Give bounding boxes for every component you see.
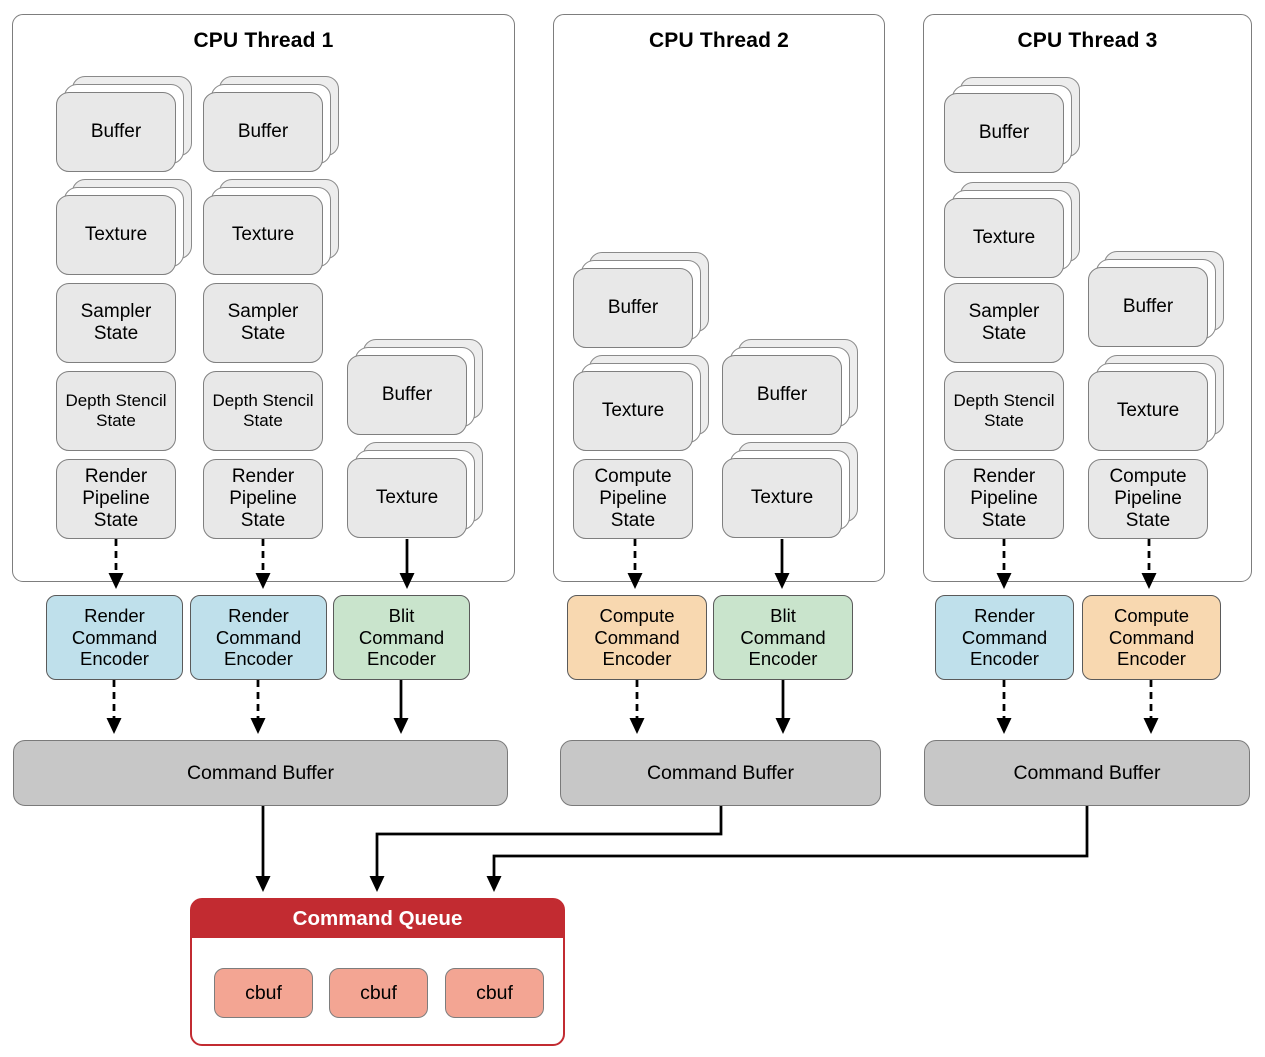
command-buffer: Command Buffer bbox=[13, 740, 508, 806]
blit-command-encoder: Blit Command Encoder bbox=[713, 595, 853, 680]
command-queue-header: Command Queue bbox=[192, 900, 563, 938]
resource-card-stack: Texture bbox=[203, 195, 323, 275]
resource-card: Sampler State bbox=[203, 283, 323, 363]
resource-card: Sampler State bbox=[56, 283, 176, 363]
arrow-head bbox=[1143, 718, 1159, 734]
resource-card: Compute Pipeline State bbox=[1088, 459, 1208, 539]
cbuf-item: cbuf bbox=[445, 968, 544, 1018]
resource-card-stack: Texture bbox=[347, 458, 467, 538]
resource-card: Depth Stencil State bbox=[56, 371, 176, 451]
compute-command-encoder: Compute Command Encoder bbox=[1082, 595, 1221, 680]
resource-card-stack: Buffer bbox=[573, 268, 693, 348]
resource-card-stack: Texture bbox=[722, 458, 842, 538]
arrow-head bbox=[393, 718, 409, 734]
resource-card-stack: Buffer bbox=[1088, 267, 1208, 347]
render-command-encoder: Render Command Encoder bbox=[190, 595, 327, 680]
resource-card-stack: Buffer bbox=[203, 92, 323, 172]
resource-card-stack: Buffer bbox=[944, 93, 1064, 173]
arrow-head bbox=[369, 876, 385, 892]
arrow-head bbox=[629, 718, 645, 734]
arrow-head bbox=[486, 876, 502, 892]
resource-card: Depth Stencil State bbox=[944, 371, 1064, 451]
resource-card-stack: Buffer bbox=[347, 355, 467, 435]
resource-card: Render Pipeline State bbox=[203, 459, 323, 539]
render-command-encoder: Render Command Encoder bbox=[46, 595, 183, 680]
thread-title: CPU Thread 1 bbox=[193, 29, 334, 52]
resource-card-stack: Buffer bbox=[722, 355, 842, 435]
command-buffer: Command Buffer bbox=[560, 740, 881, 806]
arrow-head bbox=[996, 718, 1012, 734]
resource-card-stack: Texture bbox=[1088, 371, 1208, 451]
resource-card-stack: Texture bbox=[56, 195, 176, 275]
compute-command-encoder: Compute Command Encoder bbox=[567, 595, 707, 680]
resource-card: Render Pipeline State bbox=[944, 459, 1064, 539]
arrow-head bbox=[255, 876, 271, 892]
resource-card-stack: Buffer bbox=[56, 92, 176, 172]
resource-card-stack: Texture bbox=[944, 198, 1064, 278]
arrow-head bbox=[106, 718, 122, 734]
resource-card: Sampler State bbox=[944, 283, 1064, 363]
blit-command-encoder: Blit Command Encoder bbox=[333, 595, 470, 680]
cbuf-item: cbuf bbox=[329, 968, 428, 1018]
resource-card: Render Pipeline State bbox=[56, 459, 176, 539]
resource-card: Compute Pipeline State bbox=[573, 459, 693, 539]
thread-title: CPU Thread 2 bbox=[648, 29, 790, 52]
arrow-head bbox=[250, 718, 266, 734]
thread-title: CPU Thread 3 bbox=[1017, 29, 1158, 52]
resource-card: Depth Stencil State bbox=[203, 371, 323, 451]
render-command-encoder: Render Command Encoder bbox=[935, 595, 1074, 680]
command-buffer: Command Buffer bbox=[924, 740, 1250, 806]
solid-arrow bbox=[492, 806, 1089, 878]
solid-arrow bbox=[375, 806, 723, 878]
arrow-head bbox=[775, 718, 791, 734]
resource-card-stack: Texture bbox=[573, 371, 693, 451]
cbuf-item: cbuf bbox=[214, 968, 313, 1018]
